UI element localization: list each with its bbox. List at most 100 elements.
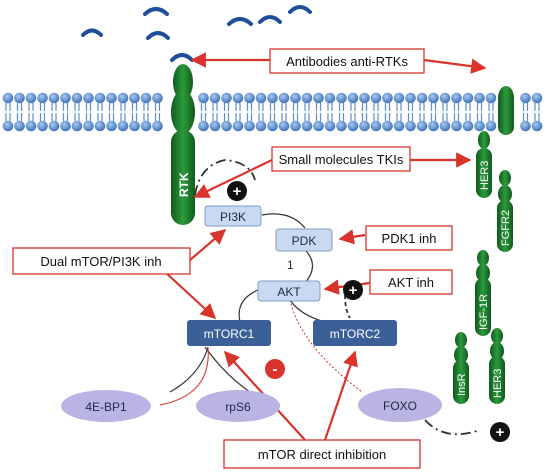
minus-badge: - [265, 359, 285, 379]
callout-antibodies-text: Antibodies anti-RTKs [286, 54, 408, 69]
pi3k-label: PI3K [220, 210, 246, 224]
phospholipid [152, 92, 163, 132]
phospholipid [416, 92, 428, 132]
antibody-arcs [81, 5, 312, 62]
phospholipid [2, 92, 14, 132]
phospholipid [451, 92, 462, 132]
receptor-igf1r: IGF-1R [475, 250, 491, 336]
antibody-arc [258, 15, 282, 24]
phospholipid [37, 92, 48, 132]
plus-badge-akt-text: + [349, 282, 358, 299]
pdk-akt-line [304, 249, 314, 284]
phospholipid [370, 92, 382, 132]
callout-small-molecules-text: Small molecules TKIs [279, 152, 404, 167]
callout-mtor-direct-text: mTOR direct inhibition [258, 447, 386, 462]
receptor-her3-top: HER3 [476, 86, 514, 198]
node-rps6: rpS6 [196, 390, 280, 422]
callout-akt-text: AKT inh [388, 275, 434, 290]
phospholipid [94, 92, 106, 132]
phospholipid [313, 92, 324, 132]
pi3k-dashed-loop [194, 159, 256, 196]
phospholipid [278, 92, 290, 132]
cell-membrane [2, 92, 543, 132]
phospholipid [301, 92, 313, 132]
phospholipid [324, 92, 336, 132]
minus-badge-text: - [273, 361, 278, 378]
antibody-arc [146, 31, 170, 40]
phospholipid [520, 92, 531, 132]
antibody-arc [227, 17, 253, 26]
plus-badge-akt: + [343, 280, 363, 300]
node-4ebp1: 4E-BP1 [61, 390, 151, 422]
callout-pdk1-text: PDK1 inh [382, 231, 437, 246]
antibody-arc [81, 28, 103, 37]
mtorc1-bp1-red-line [159, 346, 209, 406]
phospholipid [428, 92, 439, 132]
number-one-label: 1 [287, 258, 294, 272]
phospholipid [290, 92, 301, 132]
arrow-dual-mtorc1 [164, 271, 217, 320]
arrow-pdk1 [338, 229, 366, 245]
phospholipid [14, 92, 25, 132]
pi3k-pdk-line [261, 213, 306, 229]
phospholipid [221, 92, 232, 132]
phospholipid [83, 92, 94, 132]
phospholipid [462, 92, 474, 132]
phospholipid [267, 92, 278, 132]
phospholipid [140, 92, 152, 132]
antibody-arc [288, 5, 312, 14]
rps6-label: rpS6 [225, 400, 251, 414]
callout-dual: Dual mTOR/PI3K inh [12, 247, 191, 275]
phospholipid [474, 92, 485, 132]
node-pi3k: PI3K [204, 205, 262, 227]
phospholipid [25, 92, 37, 132]
akt-mtorc2-line [289, 299, 326, 323]
phospholipid [106, 92, 117, 132]
phospholipid [405, 92, 416, 132]
receptor-insr: InsR [453, 332, 469, 404]
fgfr2-label: FGFR2 [500, 210, 512, 246]
mtorc2-label: mTORC2 [330, 327, 381, 341]
phospholipid [60, 92, 71, 132]
rtk-label: RTK [177, 172, 191, 197]
phospholipid [393, 92, 405, 132]
rtk-receptor: RTK [171, 64, 195, 225]
phospholipid [209, 92, 221, 132]
phospholipid [336, 92, 347, 132]
phospholipid [485, 92, 497, 132]
plus-badge-pi3k: + [227, 181, 247, 201]
pdk-label: PDK [292, 234, 317, 248]
plus-badge-pi3k-text: + [233, 183, 242, 200]
phospholipid [439, 92, 451, 132]
bp1-label: 4E-BP1 [85, 400, 127, 414]
phospholipid [232, 92, 244, 132]
receptor-fgfr2: FGFR2 [497, 170, 513, 252]
plus-badge-foxo: + [490, 422, 510, 442]
node-pdk: PDK [275, 228, 333, 252]
arrow-dual-pi3k [189, 228, 227, 261]
callout-akt: AKT inh [369, 269, 453, 295]
node-akt: AKT [257, 280, 321, 302]
foxo-label: FOXO [383, 399, 417, 413]
phospholipid [244, 92, 255, 132]
callout-pdk1: PDK1 inh [365, 225, 453, 251]
phospholipid [198, 92, 209, 132]
arrow-antibody-right [423, 58, 487, 74]
callout-small-molecules: Small molecules TKIs [271, 146, 411, 172]
phospholipid [531, 92, 543, 132]
her3-bottom-label: HER3 [492, 369, 504, 398]
phospholipid [359, 92, 370, 132]
phospholipid [129, 92, 140, 132]
phospholipid [71, 92, 83, 132]
callout-dual-text: Dual mTOR/PI3K inh [40, 254, 161, 269]
callout-mtor-direct: mTOR direct inhibition [223, 439, 421, 469]
node-mtorc1: mTORC1 [187, 320, 271, 346]
receptor-her3-bottom: HER3 [489, 328, 505, 404]
igf1r-label: IGF-1R [478, 294, 490, 330]
mtorc1-label: mTORC1 [204, 327, 255, 341]
node-foxo: FOXO [358, 388, 442, 422]
foxo-dashed-loop [424, 419, 481, 436]
akt-mtorc1-line [238, 289, 259, 323]
phospholipid [48, 92, 60, 132]
